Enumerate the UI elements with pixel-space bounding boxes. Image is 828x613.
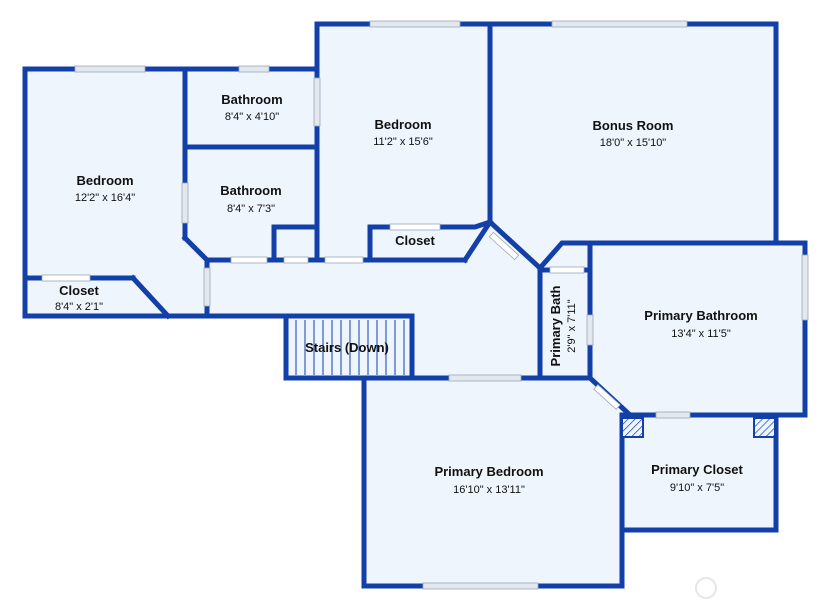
door-opening <box>324 256 364 264</box>
room-name-primary-bedroom: Primary Bedroom <box>434 464 543 479</box>
door-opening <box>230 256 268 264</box>
window <box>586 314 594 346</box>
room-name-bedroom-mid: Bedroom <box>374 117 431 132</box>
window <box>181 182 189 224</box>
wall <box>536 240 779 272</box>
column-hatch <box>753 417 776 438</box>
room-name-bonus: Bonus Room <box>593 118 674 133</box>
wall <box>129 274 172 320</box>
window <box>369 20 461 28</box>
window <box>203 267 211 307</box>
room-name-primary-closet: Primary Closet <box>651 462 743 477</box>
room-name-closet-left: Closet <box>59 283 99 298</box>
windows <box>74 20 809 590</box>
room-name-stairs: Stairs (Down) <box>305 340 389 355</box>
room-dims-primary-closet: 9'10" x 7'5" <box>670 482 724 494</box>
window <box>74 65 146 73</box>
door-opening <box>488 231 520 261</box>
room-dims-bathroom-top: 8'4" x 4'10" <box>225 111 279 123</box>
room-name-bedroom-left: Bedroom <box>76 173 133 188</box>
upper-floor-fill <box>25 24 805 586</box>
room-dims-primary-bedroom: 16'10" x 13'11" <box>453 484 525 496</box>
window <box>238 65 270 73</box>
door-opening <box>283 256 309 264</box>
room-dims-bathroom-mid: 8'4" x 7'3" <box>227 203 275 215</box>
column-hatch <box>621 417 644 438</box>
wall <box>461 218 494 264</box>
wall <box>283 313 415 381</box>
door-opening <box>549 266 585 274</box>
room-fills <box>25 24 805 586</box>
watermark-circle-icon <box>695 577 717 599</box>
wall <box>486 218 544 272</box>
room-dims-bonus: 18'0" x 15'10" <box>600 137 667 149</box>
room-name-primary-bathroom: Primary Bathroom <box>644 308 757 323</box>
stair-treads <box>295 320 405 375</box>
door-opening <box>389 223 441 231</box>
wall <box>271 224 320 263</box>
window <box>422 582 539 590</box>
room-name-primary-bath-small: Primary Bath <box>548 285 563 366</box>
room-dims-closet-left: 8'4" x 2'1" <box>55 301 103 313</box>
room-dims-primary-bathroom: 13'4" x 11'5" <box>671 328 731 340</box>
door-opening <box>41 274 91 282</box>
window <box>551 20 688 28</box>
room-dims-primary-bath-small: 2'9" x 7'11" <box>566 299 578 352</box>
window <box>313 77 321 127</box>
window <box>801 254 809 321</box>
room-dims-bedroom-left: 12'2" x 16'4" <box>75 192 135 204</box>
room-name-bathroom-top: Bathroom <box>221 92 282 107</box>
room-dims-bedroom-mid: 11'2" x 15'6" <box>373 136 433 148</box>
window <box>448 374 522 382</box>
window <box>655 411 691 419</box>
door-opening <box>593 384 621 410</box>
room-name-bathroom-mid: Bathroom <box>220 183 281 198</box>
door-openings <box>41 223 621 410</box>
room-name-closet-mid: Closet <box>395 233 435 248</box>
